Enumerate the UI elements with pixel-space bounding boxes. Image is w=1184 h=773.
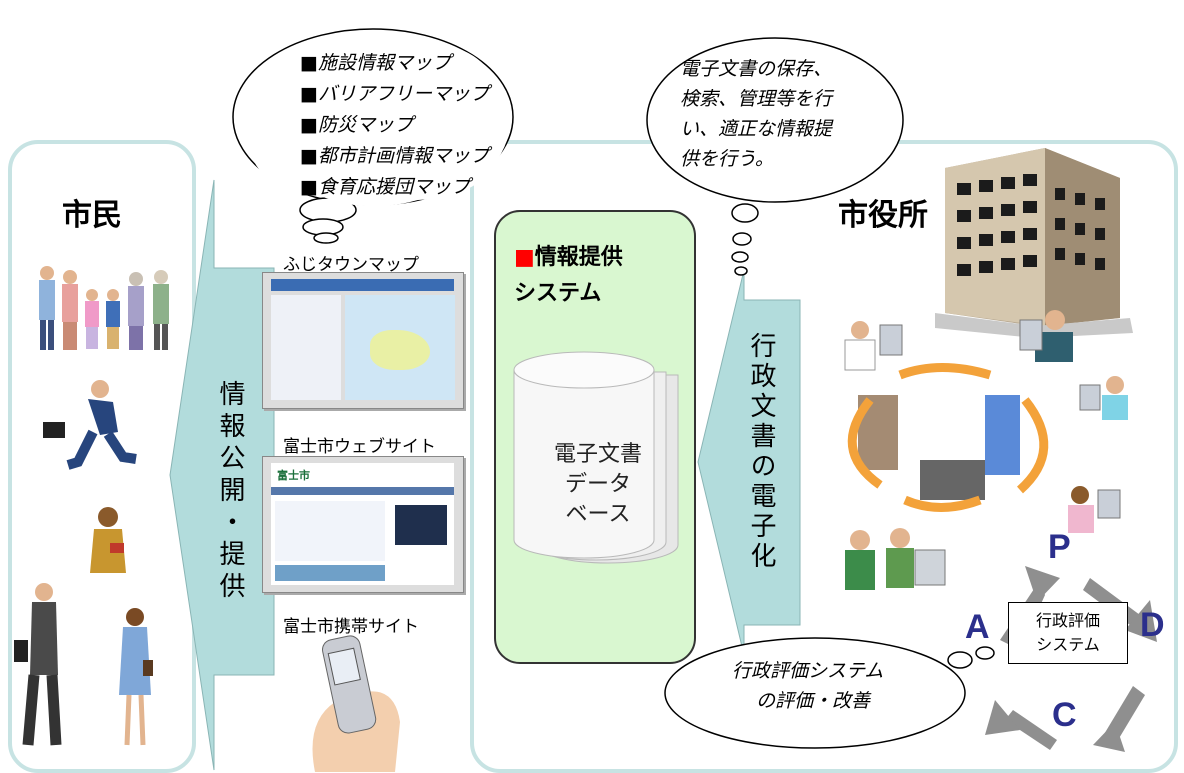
network-arrows (847, 363, 1049, 512)
database-icon (513, 351, 679, 564)
map-cloud-item-4: ■都市計画情報マップ (300, 145, 489, 167)
walking-woman-icon (119, 608, 153, 746)
docs-cloud-line-4: 供を行う。 (680, 148, 774, 170)
family-icon (39, 266, 169, 350)
website-screenshot[interactable]: 富士市 (262, 456, 464, 593)
pdca-letter-p: P (1048, 528, 1071, 566)
disclosure-arrow-label: 情報公開・提供 (215, 380, 245, 604)
website-photo (395, 505, 447, 545)
screenshot-sidebar (271, 295, 341, 400)
info-system-title-line-2: システム (514, 281, 602, 306)
map-cloud-item-1: ■施設情報マップ (300, 52, 451, 74)
screenshot-header (271, 279, 454, 291)
mobile-phone-icon (312, 635, 400, 772)
database-label-line-1: 電子文書 (553, 442, 642, 467)
eval-cloud-line-2: の評価・改善 (756, 690, 871, 712)
digitize-arrow (697, 269, 801, 656)
website-label: 富士市ウェブサイト (283, 437, 436, 457)
map-cloud-item-2: ■バリアフリーマップ (300, 83, 489, 105)
meeting-group-icon (845, 528, 946, 590)
disclosure-arrow (169, 179, 275, 771)
docs-cloud-line-2: 検索、管理等を行 (680, 88, 833, 110)
laptop-icon (920, 460, 985, 500)
docs-cloud (646, 37, 904, 276)
fuji-town-map-label: ふじタウンマップ (283, 255, 419, 275)
digitize-arrow-label: 行政文書の電子化 (746, 332, 776, 572)
eval-cloud (664, 637, 995, 749)
city-hall-title: 市役所 (838, 198, 928, 233)
map-cloud-item-3: ■防災マップ (300, 114, 413, 136)
running-businessman-icon (43, 380, 137, 470)
fuji-town-map-screenshot[interactable] (262, 272, 464, 409)
pdca-letter-c: C (1052, 696, 1077, 734)
info-system-title: ■情報提供 システム (514, 240, 623, 312)
map-thumbnail (345, 295, 455, 400)
walking-businessman-icon (14, 583, 62, 746)
pdca-letter-a: A (965, 608, 990, 646)
glass-tower-icon (985, 395, 1020, 475)
staff-figures (844, 310, 1128, 533)
reading-woman-icon (90, 507, 126, 573)
database-label-line-3: ベース (565, 502, 631, 527)
info-system-title-line-1: 情報提供 (534, 245, 623, 270)
map-cloud (232, 28, 514, 244)
building-icon (935, 148, 1133, 338)
pdca-center-line-1: 行政評価 (1035, 611, 1100, 630)
website-nav (271, 487, 454, 495)
website-banner (275, 565, 385, 581)
office-network-illustration (844, 310, 1128, 590)
database-label-line-2: データ (564, 472, 631, 497)
website-logo: 富士市 (277, 469, 310, 482)
eval-cloud-line-1: 行政評価システム (732, 660, 884, 682)
citizens-title: 市民 (62, 198, 122, 233)
map-land (370, 330, 430, 370)
docs-cloud-line-3: い、適正な情報提 (680, 118, 833, 140)
pdca-letter-d: D (1140, 606, 1165, 644)
database-label: 電子文書 データ ベース (528, 440, 668, 530)
pdca-center-line-2: システム (1036, 635, 1100, 654)
pdca-center-box: 行政評価 システム (1008, 602, 1128, 664)
pdca-cycle-arrows (985, 566, 1157, 752)
red-bullet: ■ (514, 245, 535, 270)
map-cloud-item-5: ■食育応援団マップ (300, 176, 470, 198)
mobile-site-label: 富士市携帯サイト (283, 617, 419, 637)
docs-cloud-line-1: 電子文書の保存、 (680, 58, 833, 80)
website-content-left (275, 501, 385, 561)
